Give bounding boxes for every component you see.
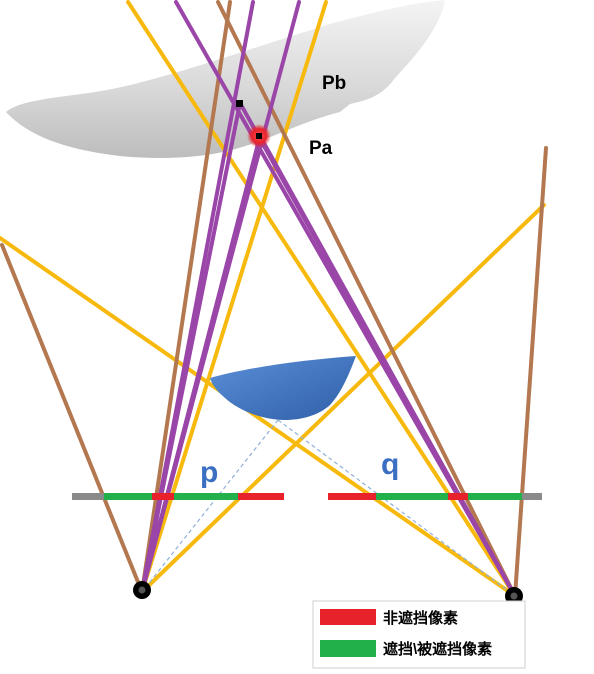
legend-swatch-red [320, 609, 376, 625]
label-p: p [200, 456, 218, 489]
legend-label-occluded: 遮挡\被遮挡像素 [383, 640, 492, 658]
legend-label-non-occluded: 非遮挡像素 [383, 609, 458, 627]
label-pa: Pa [309, 138, 333, 159]
background-surface [6, 0, 445, 158]
ray-yellow [140, 203, 546, 594]
legend: 非遮挡像素 遮挡\被遮挡像素 [312, 600, 526, 669]
left-camera [133, 581, 151, 599]
projection-dashes [141, 419, 516, 597]
ray-purple [140, 101, 242, 594]
label-pb: Pb [322, 73, 346, 94]
ray-brown [513, 146, 548, 598]
right-sensor-strip [328, 493, 542, 500]
left-sensor-strip [72, 493, 284, 500]
ray-brown [0, 243, 144, 594]
ray-yellow [0, 236, 517, 598]
occluder-object [210, 356, 356, 420]
point-pb-marker [236, 100, 243, 107]
ray-purple [140, 134, 262, 594]
legend-swatch-green [320, 640, 376, 657]
label-q: q [381, 448, 399, 481]
point-pa-marker [256, 133, 262, 139]
ray-purple [258, 134, 517, 598]
